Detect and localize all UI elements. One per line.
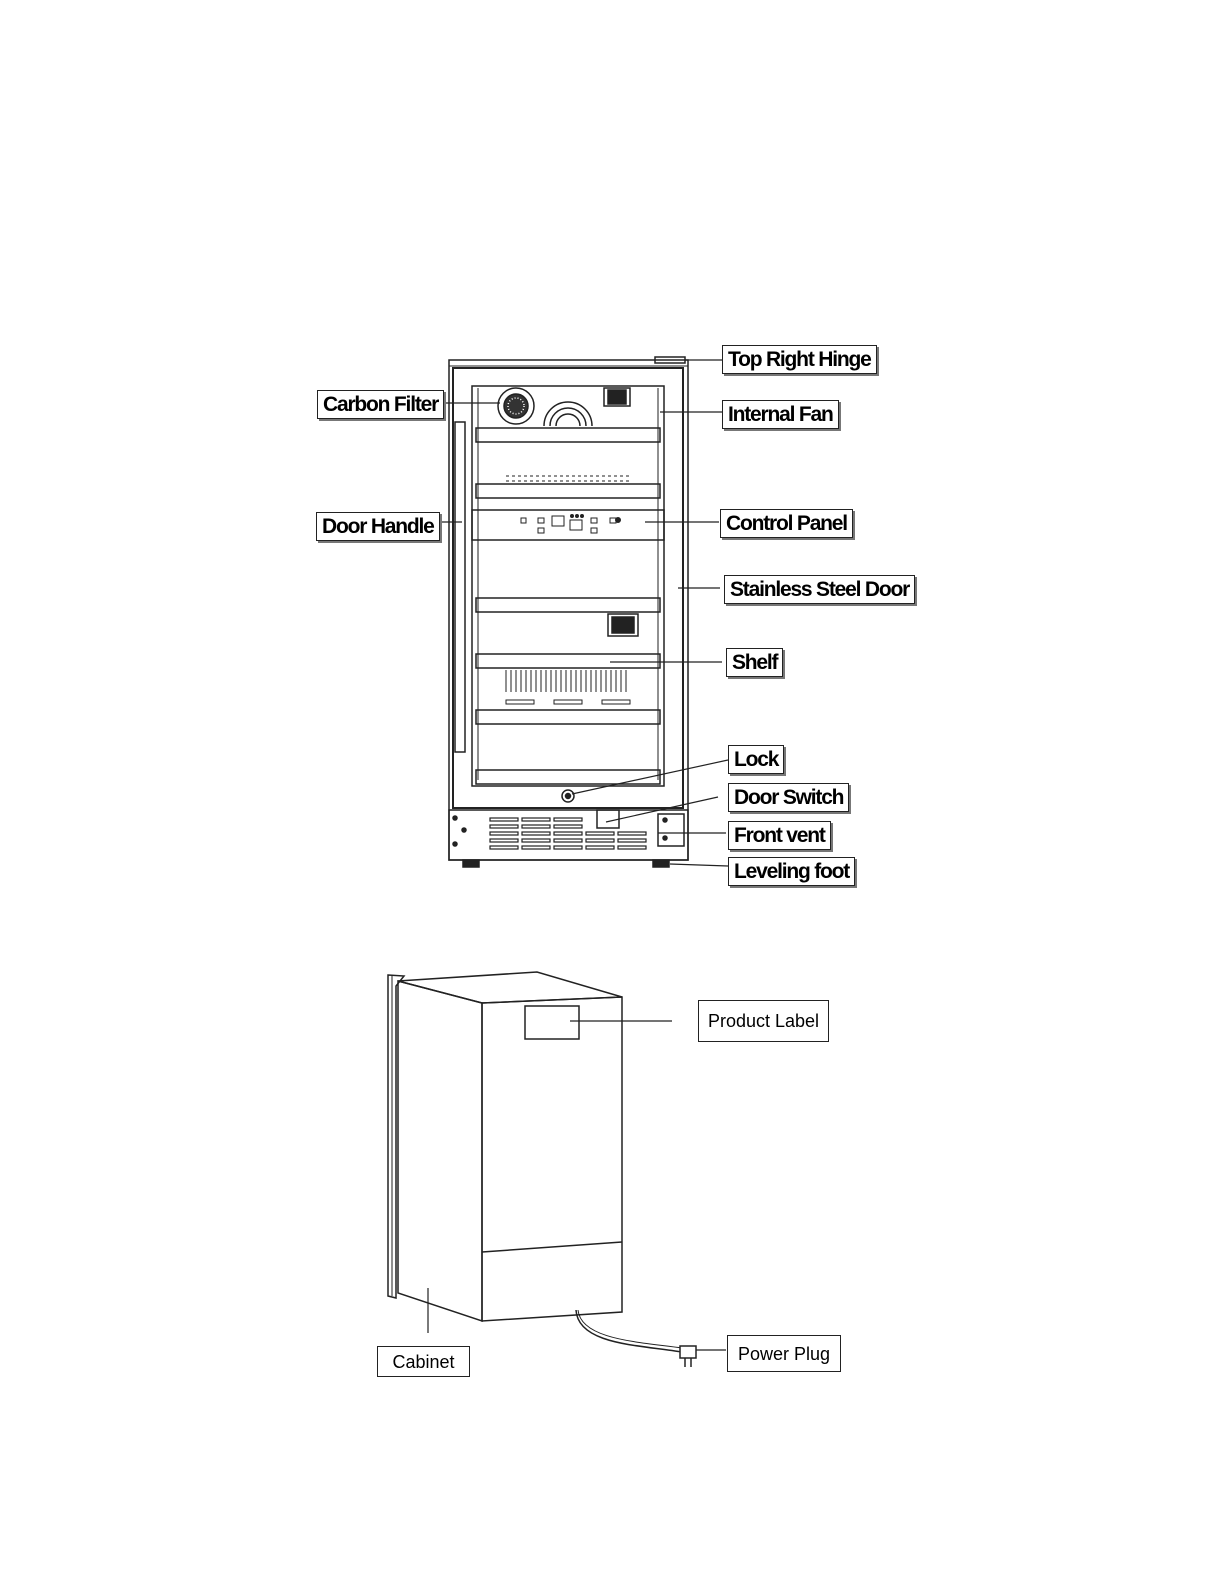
rear-leader-lines bbox=[428, 1021, 726, 1350]
label-power-plug: Power Plug bbox=[727, 1335, 841, 1372]
label-carbon-filter: Carbon Filter bbox=[317, 390, 444, 419]
lock bbox=[562, 790, 574, 802]
label-cabinet: Cabinet bbox=[377, 1346, 470, 1377]
label-door-handle: Door Handle bbox=[316, 512, 440, 541]
front-vent bbox=[449, 810, 688, 860]
cabinet-side bbox=[398, 981, 482, 1321]
door-switch bbox=[597, 810, 619, 828]
label-product-label: Product Label bbox=[698, 1000, 829, 1042]
label-lock: Lock bbox=[728, 745, 784, 774]
label-internal-fan: Internal Fan bbox=[722, 400, 839, 429]
label-front-vent: Front vent bbox=[728, 821, 831, 850]
label-door-switch: Door Switch bbox=[728, 783, 849, 812]
label-control-panel: Control Panel bbox=[720, 509, 853, 538]
door-handle bbox=[455, 422, 465, 752]
connector-block-middle bbox=[608, 614, 638, 636]
product-label-area bbox=[525, 1006, 579, 1039]
label-shelf: Shelf bbox=[726, 648, 783, 677]
label-leveling-foot: Leveling foot bbox=[728, 857, 855, 886]
leveling-foot bbox=[463, 860, 669, 867]
rear-view-drawing bbox=[388, 972, 696, 1367]
power-plug bbox=[680, 1346, 696, 1367]
vent-holes bbox=[506, 476, 630, 481]
internal-fan bbox=[544, 402, 592, 426]
label-top-right-hinge: Top Right Hinge bbox=[722, 345, 877, 374]
rear-grille bbox=[506, 670, 630, 704]
connector-block-top bbox=[604, 388, 630, 406]
label-stainless-steel-door: Stainless Steel Door bbox=[724, 575, 915, 604]
control-panel bbox=[472, 510, 664, 540]
front-view-drawing bbox=[449, 357, 688, 867]
shelves bbox=[476, 428, 660, 724]
carbon-filter bbox=[498, 388, 534, 424]
